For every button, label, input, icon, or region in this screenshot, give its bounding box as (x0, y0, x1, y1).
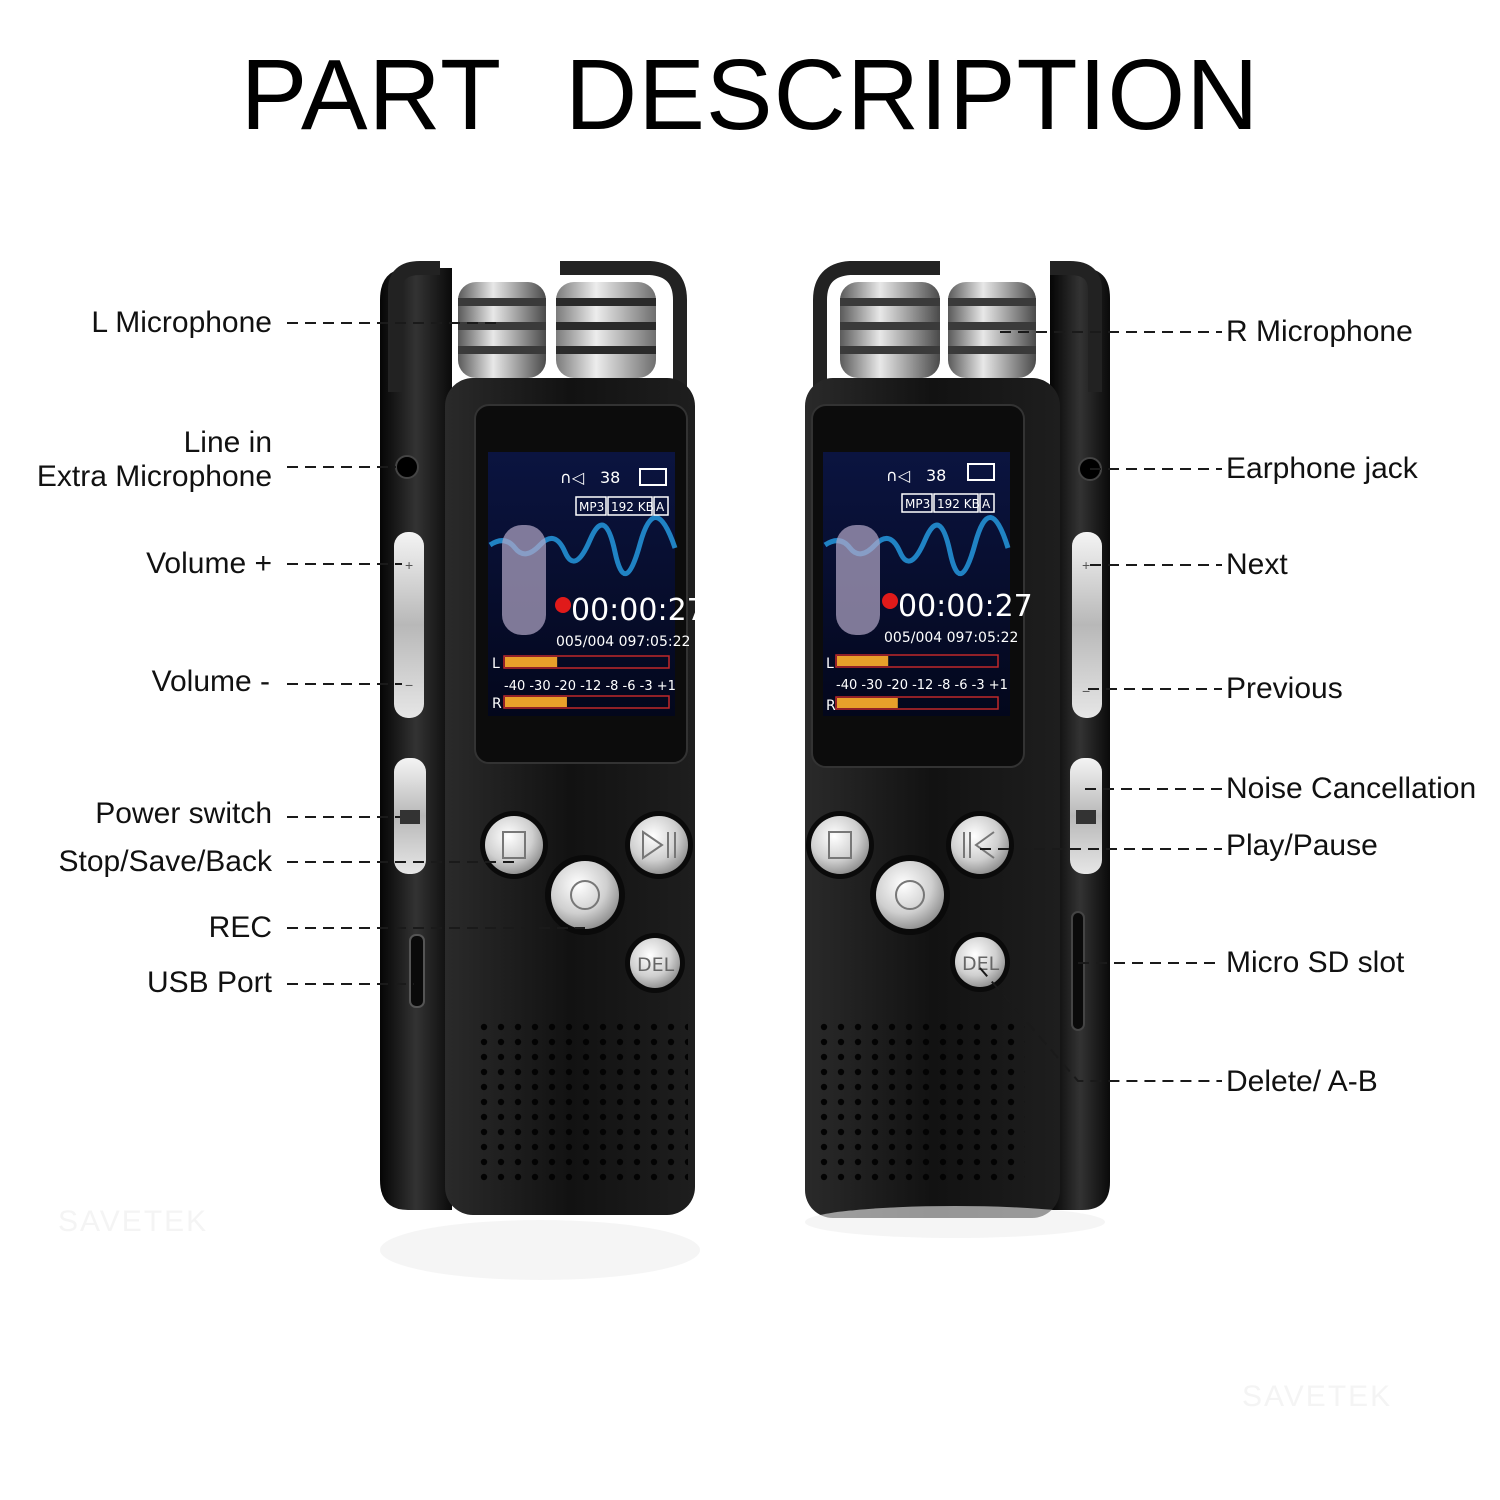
left-status-mode: A (656, 500, 665, 514)
line-in-jack[interactable] (395, 455, 419, 479)
left-meter-l-label: L (492, 656, 500, 672)
recorder-right: + − ∩◁ 38 MP3 192 KB A 00:00:27 005/004 … (805, 261, 1110, 1238)
right-previous-track-button[interactable] (946, 811, 1014, 879)
right-meter-scale: -40 -30 -20 -12 -8 -6 -3 +1 (836, 678, 1008, 693)
right-stop-button[interactable] (806, 811, 874, 879)
label-delete-ab: Delete/ A-B (1226, 1065, 1378, 1098)
left-meter-r-fill (505, 697, 567, 707)
watermark-right: SAVETEK (1242, 1380, 1393, 1413)
left-screen-mic-image (502, 525, 546, 635)
label-rec: REC (208, 911, 272, 944)
left-speaker-grill (478, 1018, 688, 1186)
rec-icon (570, 880, 600, 910)
volume-rocker[interactable] (394, 532, 424, 718)
left-meter-r-label: R (492, 696, 502, 712)
right-reflection (805, 1206, 1105, 1238)
left-rec-button[interactable] (545, 855, 625, 935)
left-volume-level: 38 (600, 468, 620, 487)
left-battery-icon (639, 468, 667, 486)
right-status-icons: ∩◁ (886, 466, 911, 485)
left-reflection (380, 1220, 700, 1280)
noise-cancellation-knob (1076, 810, 1096, 824)
right-meter-l-frame (835, 654, 999, 668)
left-meter-r-frame (503, 695, 670, 709)
micro-sd-slot[interactable] (1071, 911, 1085, 1031)
right-rec-time: 00:00:27 (898, 589, 1033, 624)
previous-mark: − (1082, 683, 1090, 699)
power-switch-knob (400, 810, 420, 824)
label-play-pause: Play/Pause (1226, 829, 1378, 862)
label-noise-cancellation: Noise Cancellation (1226, 772, 1477, 805)
usb-port[interactable] (409, 934, 425, 1008)
right-meter-l-label: L (826, 656, 834, 672)
right-del-button[interactable]: DEL (950, 932, 1010, 992)
watermark-left: SAVETEK (58, 1205, 209, 1238)
right-status-bitrate: 192 KB (937, 497, 980, 511)
label-r-microphone: R Microphone (1226, 315, 1413, 348)
left-file-info: 005/004 097:05:22 (556, 634, 690, 650)
left-status-format: MP3 (579, 500, 604, 514)
recorder-left: + − ∩◁ 38 MP3 192 KB A 00:00:27 005/004 … (380, 261, 706, 1280)
label-volume-minus: Volume - (151, 665, 270, 698)
right-meter-r-fill (837, 698, 898, 708)
left-device-side (380, 268, 452, 1210)
left-del-button[interactable]: DEL (625, 933, 685, 993)
right-meter-r-label: R (826, 698, 836, 714)
right-battery-icon (967, 463, 995, 481)
stop-icon (828, 831, 852, 859)
left-status-bitrate: 192 KB (611, 500, 654, 514)
volume-minus-mark: − (405, 677, 413, 693)
label-earphone-jack: Earphone jack (1226, 452, 1418, 485)
right-status-format: MP3 (905, 497, 930, 511)
right-rec-dot (882, 593, 898, 609)
right-device-side (1050, 268, 1110, 1210)
left-stop-button[interactable] (480, 811, 548, 879)
right-volume-level: 38 (926, 466, 946, 485)
right-rec-button[interactable] (870, 855, 950, 935)
right-l-microphone (840, 282, 940, 378)
right-del-label: DEL (962, 953, 1000, 975)
left-meter-l-frame (503, 655, 670, 669)
label-volume-plus: Volume + (146, 547, 272, 580)
left-l-microphone (458, 282, 546, 378)
label-l-microphone: L Microphone (91, 306, 272, 339)
next-previous-rocker[interactable] (1072, 532, 1102, 718)
right-mic-guard-left (813, 261, 940, 392)
left-rec-time: 00:00:27 (571, 593, 706, 628)
left-mic-guard (388, 261, 440, 392)
label-usb-port: USB Port (146, 966, 272, 999)
label-power-switch: Power switch (95, 797, 272, 830)
left-mic-guard-right (560, 261, 687, 392)
left-status-icons: ∩◁ (560, 468, 585, 487)
right-file-info: 005/004 097:05:22 (884, 630, 1018, 646)
label-stop-save-back: Stop/Save/Back (58, 845, 272, 878)
page-title: PART DESCRIPTION (240, 39, 1260, 151)
left-rec-dot (555, 597, 571, 613)
left-r-microphone (556, 282, 656, 378)
right-status-mode: A (982, 497, 991, 511)
right-meter-l-fill (837, 656, 889, 666)
label-previous: Previous (1226, 672, 1343, 705)
left-play-pause-button[interactable] (625, 811, 693, 879)
play-pause-icon (642, 830, 664, 860)
volume-plus-mark: + (405, 557, 413, 573)
label-line-in: Line in Extra Microphone (36, 426, 272, 493)
right-screen-mic-image (836, 525, 880, 635)
callout-lines (287, 322, 1222, 1082)
rec-icon (895, 880, 925, 910)
label-next: Next (1226, 548, 1288, 581)
callout-delete-ab (979, 967, 1222, 1082)
left-del-label: DEL (637, 954, 675, 976)
stop-icon (502, 831, 526, 859)
label-micro-sd-slot: Micro SD slot (1226, 946, 1405, 979)
right-speaker-grill (815, 1018, 1025, 1188)
left-meter-l-fill (505, 657, 558, 667)
next-mark: + (1082, 557, 1090, 573)
right-mic-guard (1050, 261, 1102, 392)
right-r-microphone (948, 282, 1036, 378)
right-meter-r-frame (835, 696, 999, 710)
left-meter-scale: -40 -30 -20 -12 -8 -6 -3 +1 (504, 679, 676, 694)
